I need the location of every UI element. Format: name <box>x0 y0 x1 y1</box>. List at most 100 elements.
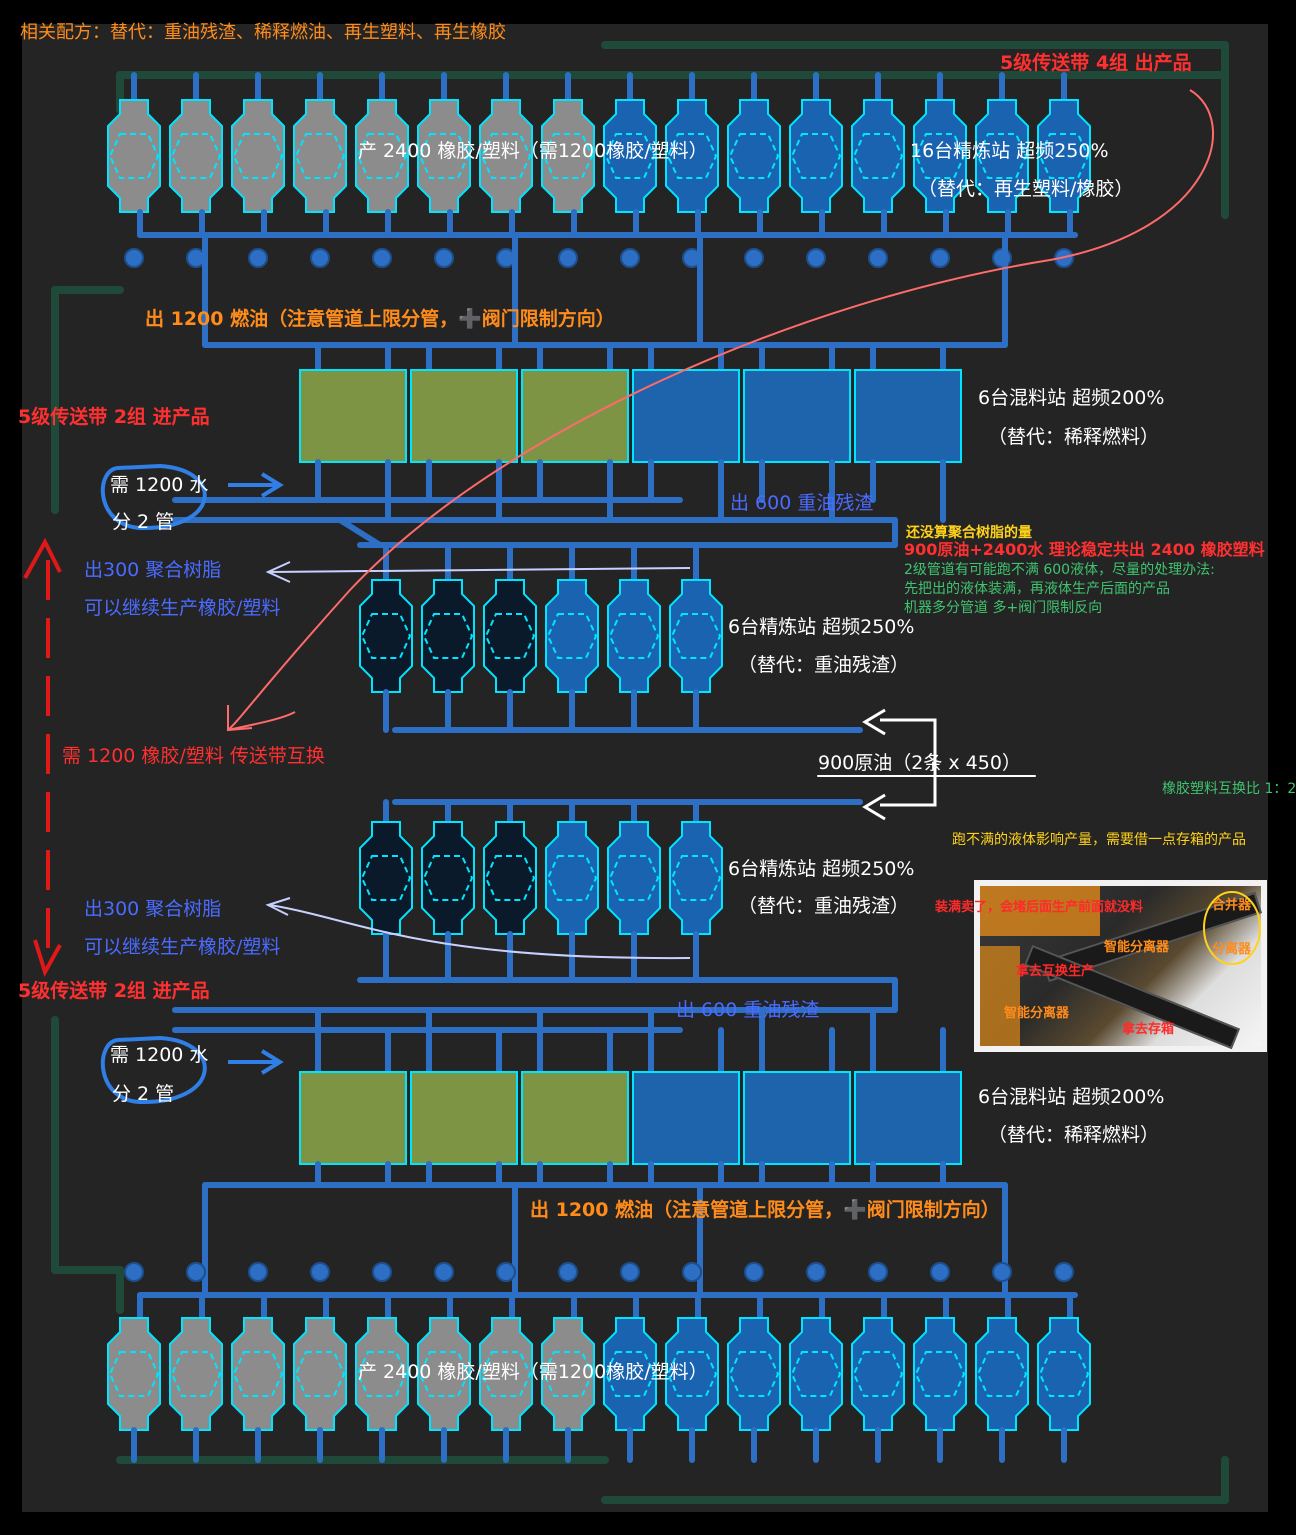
inset-swap-production: 拿去互换生产 <box>1016 964 1095 979</box>
water-top-line2: 分 2 管 <box>112 511 175 533</box>
pipe-valve <box>186 1262 206 1282</box>
refinery-body <box>913 1317 967 1431</box>
refinery-body <box>107 1317 161 1431</box>
water-bot-line2: 分 2 管 <box>112 1083 175 1105</box>
pipe-valve <box>372 248 392 268</box>
blender-bot-3 <box>521 1071 629 1165</box>
refinery-body <box>479 99 533 213</box>
refinery-body <box>421 821 475 935</box>
refinery-bot-1 <box>107 1317 161 1431</box>
refinery-body <box>789 99 843 213</box>
top-produce-label: 产 2400 橡胶/塑料（需1200橡胶/塑料） <box>358 140 708 162</box>
refinery-top-5 <box>355 99 409 213</box>
refinery-body <box>107 99 161 213</box>
blender-top-4 <box>632 369 740 463</box>
water-top-line1: 需 1200 水 <box>110 474 209 496</box>
blender-top-2 <box>410 369 518 463</box>
pipe <box>337 517 383 548</box>
blender-top-5 <box>743 369 851 463</box>
refinery-mid-bot-2 <box>421 821 475 935</box>
note-tip1: 2级管道有可能跑不满 600液体，尽量的处理办法: <box>904 562 1215 578</box>
refinery-top-12 <box>789 99 843 213</box>
refinery-mid-bot-1 <box>359 821 413 935</box>
refinery-top-16 <box>1037 99 1091 213</box>
refinery-body <box>293 99 347 213</box>
refinery-body <box>603 1317 657 1431</box>
pipe-valve <box>496 1262 516 1282</box>
fuel-out-bot-label: 出 1200 燃油（注意管道上限分管，➕阀门限制方向） <box>530 1199 1000 1221</box>
refinery-body <box>231 1317 285 1431</box>
blender-bot-2 <box>410 1071 518 1165</box>
refinery-body <box>669 579 723 693</box>
pipe-valve <box>434 248 454 268</box>
refinery-top-13 <box>851 99 905 213</box>
bot-produce-label: 产 2400 橡胶/塑料（需1200橡胶/塑料） <box>358 1361 708 1383</box>
refinery-mid-alt-bot: （替代：重油残渣） <box>738 895 910 917</box>
pipe-valve <box>248 1262 268 1282</box>
refinery-top-3 <box>231 99 285 213</box>
refinery-body <box>603 99 657 213</box>
inset-merger: 合并器 <box>1212 898 1252 913</box>
pipe-valve <box>806 248 826 268</box>
refinery-body <box>665 99 719 213</box>
refinery-mid-bot-5 <box>607 821 661 935</box>
refinery-mid-count-bot: 6台精炼站 超频250% <box>728 858 915 880</box>
belt-arrow-down <box>33 939 62 978</box>
refinery-body <box>851 1317 905 1431</box>
resin-top-line2: 可以继续生产橡胶/塑料 <box>84 597 281 619</box>
pipe-valve <box>248 248 268 268</box>
refinery-body <box>1037 99 1091 213</box>
belt-arrow-up <box>23 537 62 579</box>
refinery-body <box>479 1317 533 1431</box>
refinery-body <box>607 821 661 935</box>
refinery-mid-top-5 <box>607 579 661 693</box>
blender-alt-top: （替代：稀释燃料） <box>988 426 1160 448</box>
refinery-body <box>669 821 723 935</box>
pipe-valve <box>868 1262 888 1282</box>
note-tip3: 机器多分管道 多+阀门限制反向 <box>904 600 1103 616</box>
blender-count-top: 6台混料站 超频200% <box>978 387 1165 409</box>
refinery-body <box>975 99 1029 213</box>
refinery-body <box>483 821 537 935</box>
refinery-body <box>169 99 223 213</box>
pipe-valve <box>930 248 950 268</box>
refinery-bot-16 <box>1037 1317 1091 1431</box>
note-ratio: 橡胶塑料互换比 1：2 <box>1162 781 1296 797</box>
refinery-top-9 <box>603 99 657 213</box>
refinery-top-14 <box>913 99 967 213</box>
refinery-body <box>417 1317 471 1431</box>
refinery-body <box>293 1317 347 1431</box>
pipe-valve <box>682 1262 702 1282</box>
residue-bot-label: 出 600 重油残渣 <box>676 999 820 1021</box>
refinery-bot-2 <box>169 1317 223 1431</box>
refinery-body <box>169 1317 223 1431</box>
refinery-bot-4 <box>293 1317 347 1431</box>
refinery-bot-9 <box>603 1317 657 1431</box>
refinery-body <box>545 579 599 693</box>
refinery-bot-10 <box>665 1317 719 1431</box>
crude-arrow-bottom <box>862 793 886 821</box>
water-bot-line1: 需 1200 水 <box>110 1044 209 1066</box>
refinery-mid-bot-3 <box>483 821 537 935</box>
need-swap-label: 需 1200 橡胶/塑料 传送带互换 <box>62 745 325 767</box>
refinery-top-8 <box>541 99 595 213</box>
refinery-mid-top-4 <box>545 579 599 693</box>
swap-arrow-tail <box>227 711 296 731</box>
note-tip2: 先把出的液体装满，再液体生产后面的产品 <box>904 581 1170 597</box>
pipe-valve <box>372 1262 392 1282</box>
refinery-body <box>355 99 409 213</box>
refinery-body <box>421 579 475 693</box>
blender-top-6 <box>854 369 962 463</box>
note-total: 900原油+2400水 理论稳定共出 2400 橡胶塑料 <box>904 540 1265 559</box>
top-refinery-alt: （替代：再生塑料/橡胶） <box>918 178 1134 200</box>
refinery-top-15 <box>975 99 1029 213</box>
refinery-mid-bot-6 <box>669 821 723 935</box>
top-refinery-count: 16台精炼站 超频250% <box>910 140 1109 162</box>
inset-photo: 装满卖了，会堵后面生产前面就没料 合并器 分离器 智能分离器 拿去互换生产 智能… <box>935 886 1262 1050</box>
refinery-top-6 <box>417 99 471 213</box>
pipe-valve <box>124 248 144 268</box>
refinery-body <box>355 1317 409 1431</box>
refinery-mid-top-6 <box>669 579 723 693</box>
pipe-valve <box>310 248 330 268</box>
